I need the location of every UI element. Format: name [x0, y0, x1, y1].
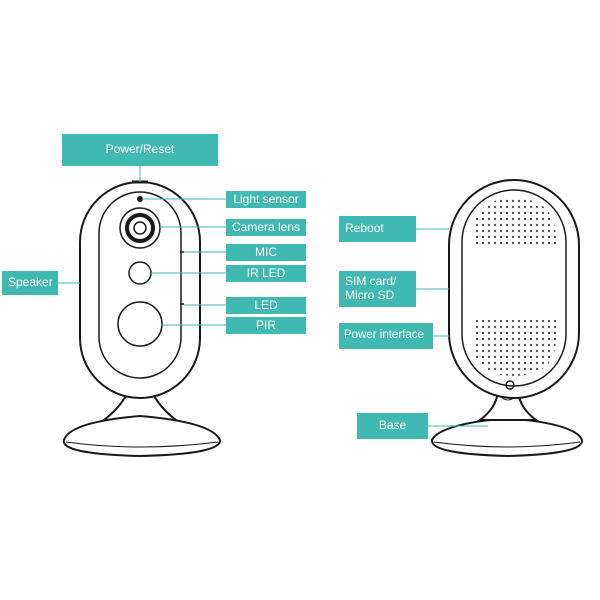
label-base: Base [357, 413, 428, 439]
back-vent-grille [472, 320, 556, 376]
back-leader-lines [416, 228, 488, 427]
back-speaker-grille [472, 198, 556, 248]
label-mic: MIC [226, 244, 306, 261]
label-power-reset: Power/Reset [62, 134, 218, 166]
label-led: LED [226, 297, 306, 314]
front-base [62, 414, 221, 458]
front-face-panel [98, 191, 182, 379]
light-sensor-shape [137, 196, 143, 202]
pir-shape [117, 301, 163, 347]
label-camera-lens: Camera lens [226, 219, 306, 236]
label-power-interface: Power interface [339, 323, 433, 349]
mount-screw-shape [505, 380, 515, 390]
label-speaker: Speaker [2, 271, 58, 295]
label-ir-led: IR LED [226, 265, 306, 282]
front-camera [62, 180, 221, 458]
label-pir: PIR [226, 317, 306, 334]
back-base [431, 416, 583, 458]
label-reboot: Reboot [339, 216, 416, 242]
label-light-sensor: Light sensor [226, 191, 306, 208]
label-sim-card: SIM card/ Micro SD [339, 271, 416, 307]
front-leader-lines [58, 166, 226, 326]
camera-lens-shape [119, 207, 161, 249]
